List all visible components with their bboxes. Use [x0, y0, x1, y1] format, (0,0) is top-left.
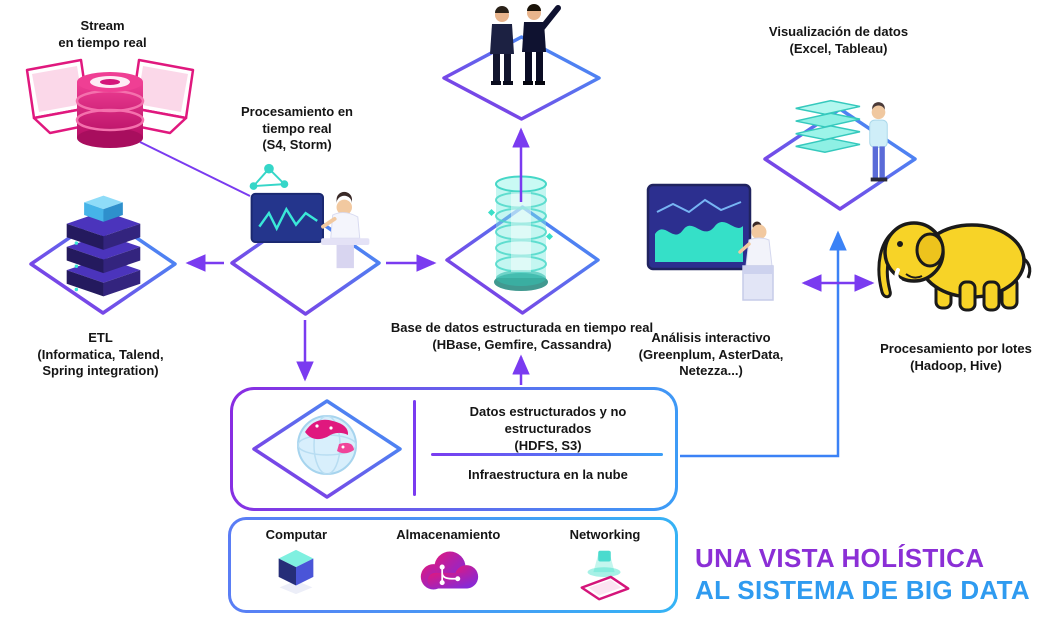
label-line: (Excel, Tableau) — [789, 40, 888, 56]
procesamiento-label: Procesamiento en tiempo real (S4, Storm) — [213, 104, 381, 154]
computar-column: Computar — [266, 527, 327, 606]
analyst-monitor-illustration — [249, 163, 370, 269]
label-line: (Greenplum, AsterData, — [638, 346, 784, 362]
procesamiento-diamond — [230, 210, 381, 316]
cloud-storage-icon — [421, 551, 479, 590]
cloud-infrastructure-box: Datos estructurados y no estructurados (… — [230, 387, 678, 511]
business-people-illustration — [490, 4, 561, 85]
label-line: Procesamiento por lotes — [880, 341, 1032, 356]
label-line: Análisis interactivo — [651, 330, 771, 345]
datos-estructurados-label: Datos estructurados y no estructurados (… — [425, 404, 671, 455]
page-title-line2: AL SISTEMA DE BIG DATA — [695, 575, 1030, 606]
visualizacion-diamond — [763, 107, 917, 211]
consumo-diamond — [442, 35, 601, 121]
label-line: Stream — [80, 18, 125, 33]
page-title: UNA VISTA HOLÍSTICA AL SISTEMA DE BIG DA… — [695, 542, 1045, 606]
analisis-label: Análisis interactivo (Greenplum, AsterDa… — [636, 330, 786, 380]
base-datos-diamond — [445, 205, 600, 315]
glass-data-tower-icon — [487, 175, 554, 291]
label-line: Infraestructura en la nube — [468, 467, 628, 482]
laptops-database-illustration — [25, 58, 195, 148]
infraestructura-label: Infraestructura en la nube — [425, 467, 671, 484]
almacenamiento-label: Almacenamiento — [396, 527, 501, 542]
label-line: Procesamiento en — [241, 104, 353, 119]
label-line: (S4, Storm) — [262, 137, 332, 153]
globe-icon — [252, 399, 402, 499]
label-line: (Hadoop, Hive) — [910, 357, 1002, 373]
vertical-divider — [413, 400, 416, 496]
networking-column: Networking — [569, 527, 641, 612]
label-line: (HBase, Gemfire, Cassandra) — [432, 336, 612, 352]
label-line: Visualización de datos — [768, 24, 909, 39]
label-line: ETL — [88, 330, 113, 345]
cube-icon — [278, 549, 314, 595]
infrastructure-services-box-inner: Computar Almacenamiento — [231, 520, 675, 610]
server-stack-icon — [66, 195, 141, 297]
computar-label: Computar — [265, 527, 328, 542]
label-line: tiempo real — [262, 120, 332, 136]
stream-label: Stream en tiempo real — [20, 18, 185, 51]
label-line: Spring integration) — [42, 363, 159, 379]
dashboard-analyst-illustration — [646, 183, 774, 301]
label-line: Netezza...) — [679, 363, 743, 379]
hadoop-elephant-icon — [877, 221, 1032, 312]
page-title-line1: UNA VISTA HOLÍSTICA — [695, 543, 985, 573]
horizontal-divider — [431, 453, 663, 456]
lotes-label: Procesamiento por lotes (Hadoop, Hive) — [866, 341, 1046, 374]
label-line: Base de datos estructurada en tiempo rea… — [390, 320, 654, 335]
stacked-reports-person-illustration — [795, 99, 888, 182]
networking-label: Networking — [569, 527, 641, 542]
etl-label: ETL (Informatica, Talend, Spring integra… — [8, 330, 193, 380]
visualizacion-label: Visualización de datos (Excel, Tableau) — [756, 24, 921, 57]
base-datos-label: Base de datos estructurada en tiempo rea… — [383, 320, 661, 353]
label-line: (Informatica, Talend, — [37, 346, 164, 362]
etl-diamond — [29, 213, 177, 315]
almacenamiento-column: Almacenamiento — [396, 527, 500, 602]
label-line: (HDFS, S3) — [514, 437, 582, 453]
cloud-infrastructure-box-inner: Datos estructurados y no estructurados (… — [233, 390, 675, 508]
phone-hologram-icon — [580, 550, 630, 601]
label-line: en tiempo real — [58, 34, 147, 50]
infrastructure-services-box: Computar Almacenamiento — [228, 517, 678, 613]
label-line: Datos estructurados y no estructurados — [469, 404, 627, 436]
